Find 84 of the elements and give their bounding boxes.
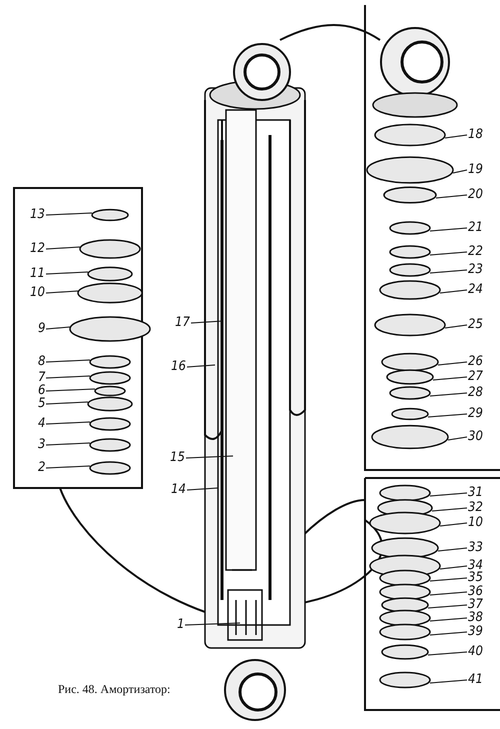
callout-number: 30 [468, 430, 483, 444]
callout-number: 28 [468, 386, 483, 400]
leader-line [46, 290, 78, 294]
callout-number: 18 [468, 128, 483, 142]
callout-number: 11 [30, 267, 45, 281]
callout-number: 6 [38, 384, 46, 398]
callout-number: 23 [468, 263, 483, 277]
callout-number: 10 [468, 516, 483, 530]
leader-line [452, 170, 468, 174]
leader-line [430, 270, 468, 274]
leader-line [438, 362, 468, 366]
leader-line [46, 326, 70, 330]
leader-line [432, 376, 468, 380]
leader-line [440, 290, 468, 294]
leader-line [46, 442, 90, 446]
leader-line [190, 320, 224, 324]
callout-number: 12 [30, 242, 45, 256]
leader-line [430, 618, 468, 622]
callout-number: 26 [468, 355, 483, 369]
leader-line [436, 194, 468, 198]
leader-line [46, 360, 90, 362]
callout-number: 39 [468, 625, 483, 639]
callout-number: 27 [468, 370, 483, 384]
callout-number: 9 [38, 322, 46, 336]
callout-number: 17 [175, 316, 190, 330]
callout-number: 29 [468, 407, 483, 421]
callout-number: 15 [170, 451, 185, 465]
leader-line [46, 422, 90, 424]
callout-number: 10 [30, 286, 45, 300]
callout-number: 32 [468, 501, 483, 515]
callout-number: 16 [171, 360, 186, 374]
figure-caption: Рис. 48. Амортизатор: [58, 682, 170, 697]
callout-number: 41 [468, 673, 483, 687]
leader-line [428, 652, 468, 656]
callout-number: 2 [38, 461, 46, 475]
callout-number: 35 [468, 571, 483, 585]
leader-line [430, 392, 468, 396]
leader-line [430, 592, 468, 596]
leader-line [186, 456, 234, 458]
leader-line [46, 212, 92, 216]
leader-line [46, 246, 80, 250]
callout-number: 13 [30, 208, 45, 222]
leader-line [184, 622, 240, 626]
leader-line [444, 324, 468, 328]
leader-line [430, 252, 468, 256]
leader-line [46, 466, 90, 468]
callout-number: 8 [38, 355, 46, 369]
leader-line [46, 402, 88, 404]
leader-line [430, 228, 468, 232]
leader-line [428, 604, 468, 608]
callout-number: 40 [468, 645, 483, 659]
callout-number: 38 [468, 611, 483, 625]
callout-number: 3 [38, 438, 46, 452]
leader-line [46, 388, 96, 392]
callout-number: 7 [38, 371, 46, 385]
leader-line [428, 414, 468, 418]
callout-number: 24 [468, 283, 483, 297]
leader-line [430, 492, 468, 496]
callout-number: 5 [38, 397, 46, 411]
callout-number: 25 [468, 318, 483, 332]
callout-number: 1 [177, 618, 184, 632]
callout-number: 36 [468, 585, 483, 599]
callout-number: 37 [468, 598, 483, 612]
callout-number: 31 [468, 486, 483, 500]
leader-line [440, 566, 468, 570]
callout-number: 21 [468, 221, 483, 235]
callout-number: 14 [171, 483, 186, 497]
leader-line [186, 488, 218, 490]
callout-number: 4 [38, 417, 46, 431]
leader-line [186, 364, 216, 368]
callout-number: 19 [468, 163, 483, 177]
leader-line [46, 272, 88, 274]
leader-line [448, 436, 468, 440]
leader-line [444, 134, 468, 138]
leader-line [438, 548, 468, 552]
leader-line [430, 680, 468, 684]
callout-number: 20 [468, 188, 483, 202]
leader-line [430, 578, 468, 582]
leader-line [440, 522, 468, 526]
leader-line [432, 508, 468, 512]
leader-line [430, 632, 468, 636]
leader-line [46, 376, 90, 378]
callout-number: 22 [468, 245, 483, 259]
callout-number: 33 [468, 541, 483, 555]
